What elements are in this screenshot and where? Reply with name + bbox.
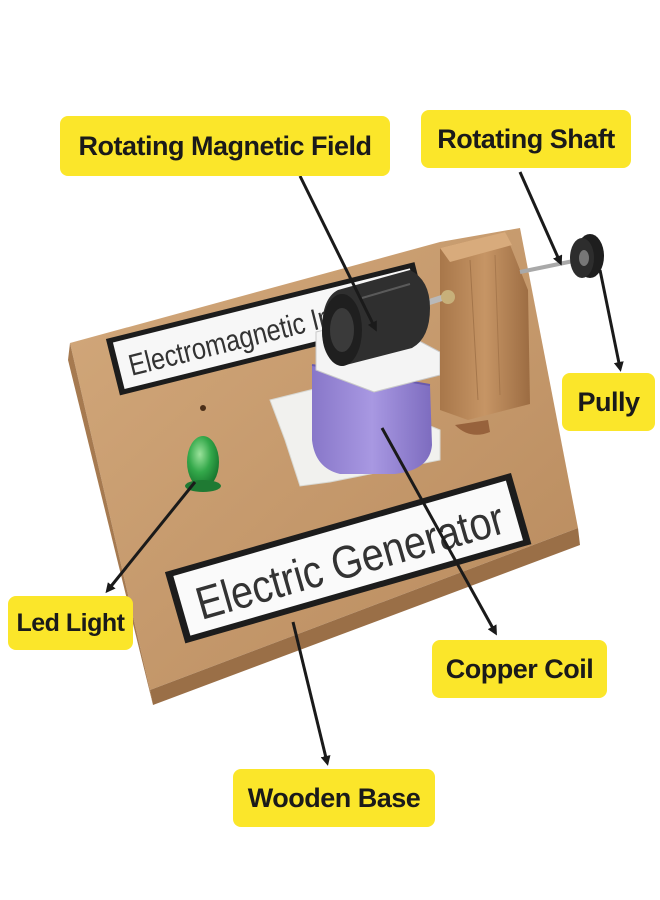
callout-rotating-shaft-text: Rotating Shaft bbox=[437, 123, 615, 154]
callout-pully-text: Pully bbox=[577, 386, 640, 417]
rotating-magnet bbox=[322, 270, 430, 366]
callout-rotating-shaft: Rotating Shaft bbox=[421, 110, 631, 168]
callout-wooden-base: Wooden Base bbox=[233, 769, 435, 827]
arrow-wooden-base bbox=[291, 621, 331, 766]
arrow-rotating-magnetic-field bbox=[298, 175, 377, 332]
arrow-rotating-shaft bbox=[518, 171, 563, 266]
arrow-pully bbox=[598, 269, 624, 372]
shaft-support-block bbox=[440, 232, 530, 435]
callout-rotating-magnetic-field: Rotating Magnetic Field bbox=[60, 116, 390, 176]
callout-rotating-magnetic-field-text: Rotating Magnetic Field bbox=[78, 130, 372, 161]
callout-pully: Pully bbox=[562, 373, 655, 431]
pulley-wheel bbox=[570, 234, 604, 278]
callout-copper-coil: Copper Coil bbox=[432, 640, 607, 698]
callout-led-light: Led Light bbox=[8, 596, 133, 650]
callout-arrows bbox=[105, 171, 624, 766]
arrow-copper-coil bbox=[380, 427, 497, 636]
callout-wooden-base-text: Wooden Base bbox=[247, 782, 421, 813]
arrow-led-light bbox=[105, 481, 197, 594]
callout-led-light-text: Led Light bbox=[16, 608, 125, 637]
callout-copper-coil-text: Copper Coil bbox=[445, 653, 594, 684]
